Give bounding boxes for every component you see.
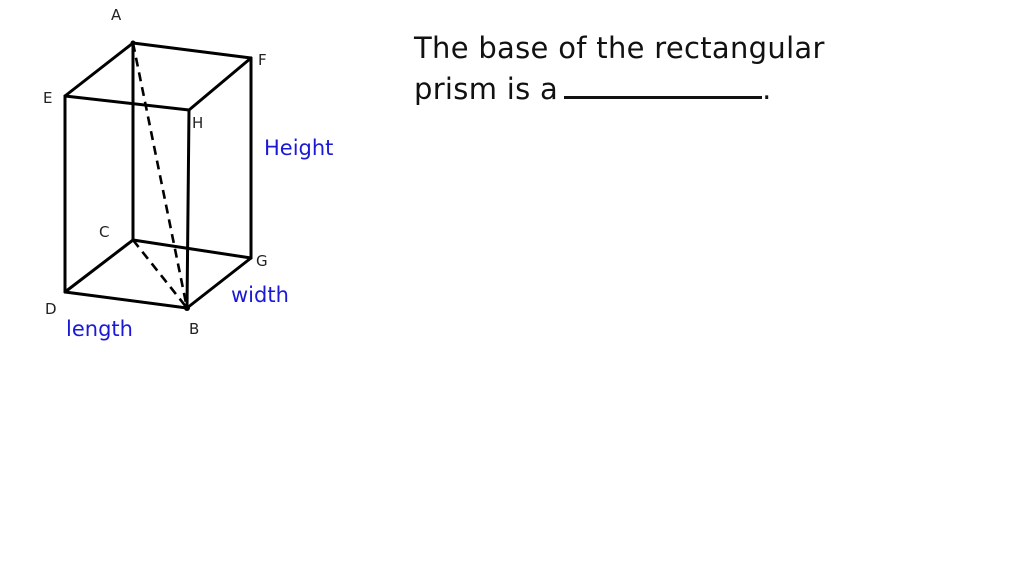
question-text: The base of the rectangular prism is a. [414,28,974,110]
edge-hb [185,108,191,310]
vertex-label-a: A [111,6,122,24]
answer-blank [564,72,763,99]
edge-dc [63,238,135,294]
vertex-label-g: G [256,252,268,270]
vertex-label-e: E [43,89,52,107]
question-line-2: prism is a. [414,69,974,110]
vertex-dot-b [184,305,190,311]
question-line-2-text: prism is a [414,72,559,106]
question-end-punctuation: . [762,72,772,106]
edge-fh [187,56,253,112]
rectangular-prism-diagram: A F E H C G D B Height width length [43,6,333,341]
vertex-label-d: D [45,300,57,318]
vertex-label-f: F [258,51,267,69]
vertex-label-c: C [99,223,109,241]
dimension-label-height: Height [264,136,333,160]
edge-af [131,41,253,60]
question-line-1: The base of the rectangular [414,31,825,65]
edge-cg [131,238,253,260]
diagonal-cb [131,239,189,309]
edge-db [63,290,189,310]
edge-gb [185,256,253,310]
vertex-dot-a [130,40,136,46]
vertex-label-h: H [192,114,203,132]
diagonal-ab [131,42,189,309]
edge-ea [63,41,135,98]
dimension-label-length: length [66,317,133,341]
dimension-label-width: width [231,283,289,307]
edge-eh [63,94,191,112]
vertex-label-b: B [189,320,199,338]
